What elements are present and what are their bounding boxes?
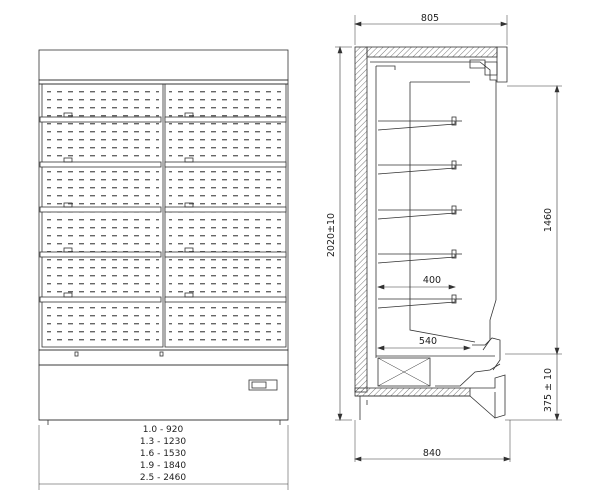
base-insulation — [354, 387, 471, 397]
front-panel-right — [164, 83, 287, 348]
front-view — [38, 49, 289, 490]
dim-label-base-depth: 540 — [419, 336, 437, 347]
compressor-box — [377, 357, 431, 387]
length-option: 2.5 - 2460 — [140, 473, 186, 483]
top-insulation — [366, 46, 498, 58]
dim-label-base-height: 375 ± 10 — [543, 368, 554, 412]
dim-label-top-width: 805 — [421, 13, 439, 24]
back-wall-insulation — [354, 46, 368, 393]
length-options-table: 1.0 - 920 1.3 - 1230 1.6 - 1530 1.9 - 18… — [140, 425, 186, 483]
length-option: 1.3 - 1230 — [140, 437, 186, 447]
length-option: 1.6 - 1530 — [140, 449, 186, 459]
dim-label-total-height: 2020±10 — [326, 213, 337, 257]
length-option: 1.9 - 1840 — [140, 461, 186, 471]
front-shelves — [39, 112, 287, 303]
side-view — [335, 15, 562, 462]
dim-label-shelf-depth: 400 — [423, 275, 441, 286]
front-canopy — [38, 49, 289, 81]
controller-display — [248, 379, 278, 391]
front-panel-left — [41, 83, 164, 348]
dimensions — [337, 21, 560, 462]
length-option: 1.0 - 920 — [143, 425, 184, 435]
dim-label-upper-height: 1460 — [543, 208, 554, 232]
dim-label-bottom-width: 840 — [423, 448, 441, 459]
side-shelves — [377, 116, 462, 309]
